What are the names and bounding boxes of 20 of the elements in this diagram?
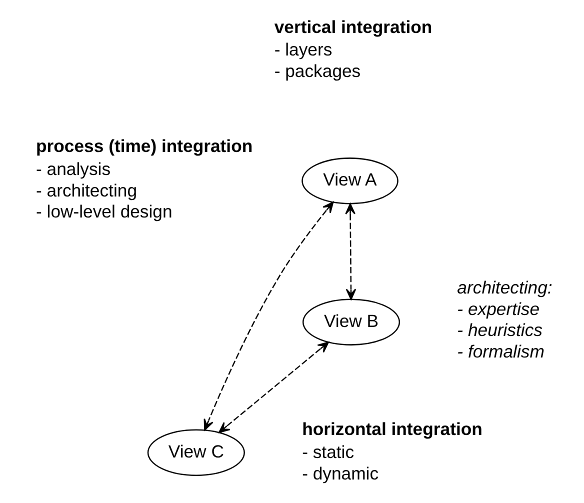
node-ellipse: View A (302, 158, 398, 204)
label: - expertise (457, 298, 540, 319)
node-ellipse: View C (147, 429, 245, 476)
label: - layers (274, 40, 332, 60)
arrow (204, 202, 334, 431)
label: horizontal integration (302, 419, 482, 440)
label: - formalism (457, 342, 544, 362)
label: - architecting (36, 180, 138, 200)
label: - dynamic (302, 463, 379, 484)
label: - low-level design (36, 202, 172, 222)
arrow (218, 342, 329, 434)
node-ellipse: View B (302, 298, 400, 346)
label: - static (302, 442, 354, 462)
label: - packages (274, 61, 361, 82)
label: process (time) integration (36, 136, 253, 156)
arrow (345, 203, 356, 300)
label: architecting: (457, 277, 552, 298)
label: vertical integration (274, 16, 432, 37)
label: - analysis (36, 158, 111, 179)
label: - heuristics (457, 320, 542, 340)
